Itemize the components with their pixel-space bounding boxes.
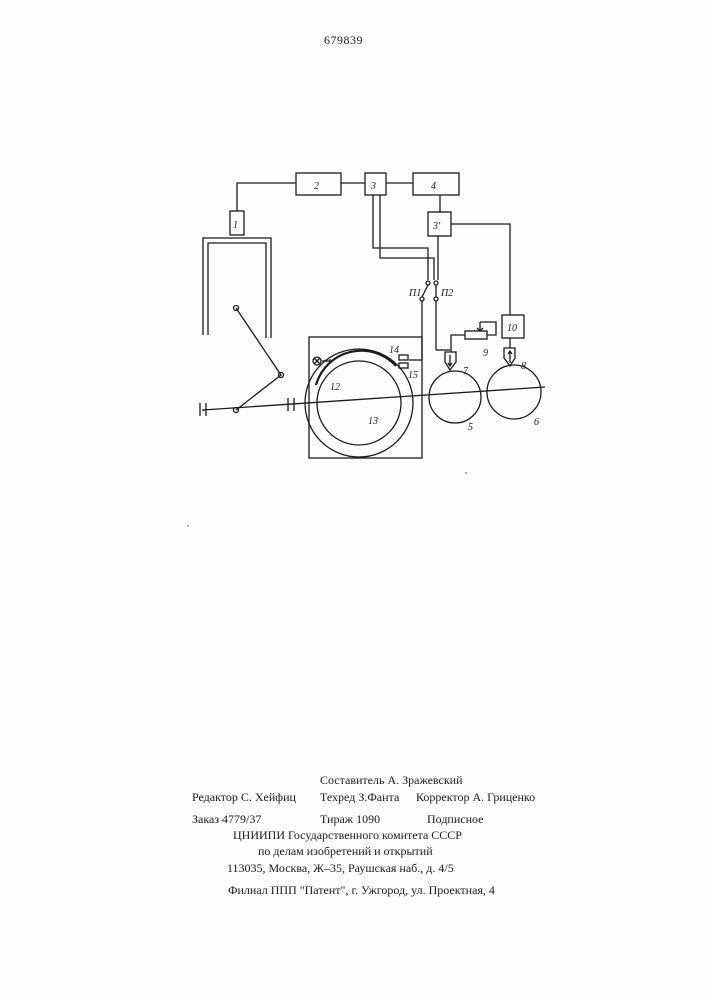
wire-3-p1: [373, 195, 428, 280]
label-switch-p1: П1: [408, 288, 421, 299]
dial-outer-ring: [305, 349, 413, 457]
label-7: 7: [463, 366, 469, 377]
label-8: 8: [521, 361, 526, 372]
imprint-address: 113035, Москва, Ж–35, Раушская наб., д. …: [227, 861, 454, 876]
label-15: 15: [408, 370, 418, 381]
label-switch-p2: П2: [440, 288, 453, 299]
scan-speck: [187, 525, 189, 527]
block-4: [413, 173, 459, 195]
sensor-8: [504, 348, 515, 366]
label-block-2: 2: [314, 181, 319, 192]
sensor-7: [445, 352, 456, 370]
imprint-corrector: Корректор А. Гриценко: [416, 790, 535, 805]
wire-1-2: [237, 183, 296, 211]
frame-outer: [203, 238, 271, 338]
imprint-subscription: Подписное: [427, 812, 484, 827]
label-6: 6: [534, 417, 539, 428]
switch-p1: [420, 281, 430, 301]
label-block-1: 1: [233, 220, 238, 231]
imprint-circulation: Тираж 1090: [320, 812, 380, 827]
imprint-compiler: Составитель А. Зражевский: [320, 773, 463, 788]
label-block-4: 4: [431, 181, 436, 192]
label-5: 5: [468, 422, 473, 433]
label-13: 13: [368, 416, 378, 427]
label-12: 12: [330, 382, 340, 393]
dial-disk-13: [317, 361, 401, 445]
resistor-9: [465, 331, 487, 339]
schematic-figure: 2 3 4 3' 1: [0, 0, 707, 520]
frame-inner: [208, 243, 266, 338]
imprint-order: Заказ 4779/37: [192, 812, 261, 827]
switch-p2: [434, 281, 438, 301]
label-block-3: 3: [370, 181, 376, 192]
scale-12: [316, 351, 396, 385]
label-9: 9: [483, 348, 488, 359]
imprint-org-line2: по делам изобретений и открытий: [258, 844, 433, 859]
scan-speck: [465, 472, 467, 474]
label-block-10: 10: [507, 323, 517, 334]
contact-15: [399, 363, 408, 368]
imprint-org-line1: ЦНИИПИ Государственного комитета СССР: [233, 828, 462, 843]
label-block-3-prime: 3': [432, 221, 441, 232]
disk-6: [487, 365, 541, 419]
main-shaft: [203, 387, 545, 410]
wire-3-p2: [380, 195, 434, 280]
label-14: 14: [389, 345, 399, 356]
imprint-techred: Техред З.Фанта: [320, 790, 399, 805]
wire-3p-10: [451, 224, 510, 315]
wire-9-7: [451, 335, 465, 352]
contact-14: [399, 355, 408, 360]
linkage-arm: [236, 308, 281, 410]
imprint-branch: Филиал ППП "Патент", г. Ужгород, ул. Про…: [228, 883, 495, 898]
imprint-editor: Редактор С. Хейфиц: [192, 790, 296, 805]
disk-5: [429, 371, 481, 423]
